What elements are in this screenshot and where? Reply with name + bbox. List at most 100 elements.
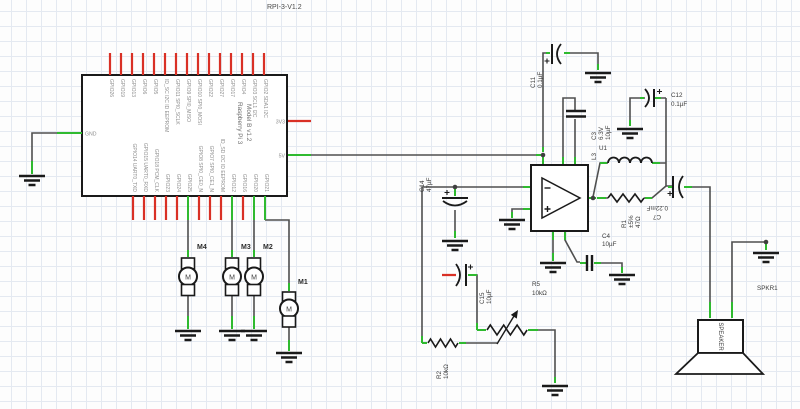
- ground-icon[interactable]: [274, 351, 304, 364]
- raspberry-pi-part[interactable]: Raspberry Pi 3 Model B v1.2 GND 3V3 5V G…: [81, 74, 288, 197]
- junction-dot: [540, 152, 546, 158]
- pin-label: ID_SD I2C ID EEPROM: [219, 139, 225, 192]
- pin-label: GPIO24: [175, 174, 181, 192]
- pin-label: GPIO2 SDA1 I2C: [262, 79, 268, 118]
- inductor-ref: L3: [591, 152, 598, 160]
- ground-icon[interactable]: [497, 218, 527, 231]
- motor-m1[interactable]: M M1: [279, 279, 308, 328]
- c12-ref: C12: [671, 92, 683, 99]
- capacitor-c15[interactable]: C15 10µF: [455, 263, 493, 304]
- pin-label: GPIO14 UART0_TXD: [131, 143, 137, 192]
- pin-label: GPIO6: [141, 79, 147, 95]
- pin-label: GPIO18 PCM_CLK: [153, 149, 159, 193]
- pin-label: GPIO20: [252, 174, 258, 192]
- c15-ref: C15: [479, 292, 486, 304]
- ground-icon[interactable]: [239, 329, 269, 342]
- ground-icon[interactable]: [173, 329, 203, 342]
- plus-mark: [444, 190, 450, 195]
- r2-value: 10kΩ: [443, 364, 450, 379]
- pin-label: GPIO4: [240, 79, 246, 95]
- r1-value: 47Ω: [635, 216, 642, 228]
- junction-dots: [452, 152, 769, 245]
- c12-value: 0.1µF: [671, 101, 687, 108]
- plus-mark: [544, 58, 550, 64]
- plus-mark: [667, 191, 673, 196]
- pin-label: GPIO17: [229, 79, 235, 97]
- wire-motors[interactable]: [187, 219, 290, 342]
- motor-m2[interactable]: M M2: [244, 244, 273, 297]
- c14-value: 47µF: [426, 177, 433, 192]
- pin-label: GPIO12: [230, 174, 236, 192]
- capacitor-c14[interactable]: C14 47µF: [419, 177, 468, 207]
- motor-m3[interactable]: M M3: [222, 244, 251, 297]
- motor-ref: M4: [197, 244, 207, 251]
- rpi-3v3-label: 3V3: [276, 120, 285, 126]
- rpi-name: Raspberry Pi 3: [236, 102, 243, 145]
- ground-icon[interactable]: [217, 329, 247, 342]
- pin-label: GPIO9 SPI0_MISO: [185, 79, 191, 122]
- opamp-part[interactable]: U1: [530, 145, 608, 232]
- pot-wiper-arrow: [510, 310, 518, 319]
- ground-icon[interactable]: [540, 384, 570, 397]
- pin-label: GPIO19: [119, 79, 125, 97]
- ground-icon[interactable]: [607, 273, 637, 286]
- pin-label: GPIO10 SPI0_MOSI: [196, 79, 202, 125]
- motor-m4[interactable]: M M4: [178, 244, 207, 297]
- potentiometer-r5[interactable]: R5 10kΩ: [486, 281, 547, 345]
- plus-mark: [468, 264, 473, 270]
- rpi-model: Model B v1.2: [245, 104, 252, 142]
- ground-icon[interactable]: [751, 251, 781, 264]
- r5-ref: R5: [532, 281, 541, 288]
- speaker-ref: SPKR1: [757, 285, 778, 292]
- wire-c15-pot[interactable]: [468, 274, 478, 330]
- junction-dot: [452, 184, 458, 190]
- pin-label: GPIO26: [108, 79, 114, 97]
- capacitor-c4[interactable]: C4 10µF: [585, 233, 617, 271]
- pin-label: GPIO11 SPI0_SCLK: [174, 79, 180, 125]
- plus-mark: [657, 89, 662, 94]
- wire-rpi-gnd[interactable]: [31, 132, 57, 162]
- motor-ref: M2: [263, 244, 273, 251]
- c11-value: 0.1µF: [537, 72, 544, 88]
- pin-label: GPIO27: [218, 79, 224, 97]
- opamp-ref: U1: [599, 145, 608, 152]
- ground-icon[interactable]: [583, 71, 613, 84]
- pin-label: GPIO13: [130, 79, 136, 97]
- capacitor-c3[interactable]: C3 6.3V 10µF: [566, 109, 612, 140]
- wire-c11[interactable]: [542, 52, 599, 148]
- r2-ref: R2: [436, 370, 443, 379]
- rpi-5v-label: 5V: [279, 154, 286, 160]
- ground-icon[interactable]: [17, 174, 47, 187]
- c3-voltage: 6.3V: [598, 126, 605, 140]
- speaker-body-label: SPEAKER: [717, 322, 723, 351]
- c14-ref: C14: [419, 180, 426, 192]
- pin-label: GPIO25: [186, 174, 192, 192]
- ground-icon[interactable]: [615, 127, 645, 140]
- pin-label: GPIO21: [263, 174, 269, 192]
- c4-value: 10µF: [602, 241, 617, 248]
- r1-tolerance: ±5%: [628, 215, 635, 228]
- resistor-r1[interactable]: R1 ±5% 47Ω: [607, 192, 645, 228]
- resistor-r2[interactable]: R2 10kΩ: [427, 337, 459, 379]
- wire-c3[interactable]: [562, 97, 576, 158]
- pin-label: ID_SC I2C ID EEPROM: [163, 79, 169, 132]
- rpi-gnd-label: GND: [85, 132, 97, 138]
- wire-pot-right[interactable]: [538, 329, 556, 383]
- ground-icon[interactable]: [440, 239, 470, 252]
- capacitor-c12[interactable]: C12 0.1µF: [644, 88, 687, 108]
- pin-label: GPIO3 SCL1 I2C: [251, 79, 257, 118]
- r5-value: 10kΩ: [532, 290, 547, 297]
- r1-ref: R1: [621, 219, 628, 228]
- junction-dot: [590, 195, 596, 201]
- capacitor-c11[interactable]: C11 0.1µF: [530, 43, 562, 88]
- pin-label: GPIO5: [152, 79, 158, 95]
- wire-c7-speaker[interactable]: [684, 186, 711, 310]
- c11-ref: C11: [530, 76, 537, 88]
- c7-ref: C7: [652, 213, 661, 220]
- ground-icon[interactable]: [538, 261, 568, 274]
- speaker-part[interactable]: SPEAKER SPKR1: [673, 285, 778, 375]
- unconnected-pin-stubs[interactable]: [108, 53, 456, 277]
- capacitor-c7[interactable]: 0.22mF C7: [646, 175, 684, 220]
- rpi-body[interactable]: [81, 74, 288, 197]
- inductor-part[interactable]: L3: [591, 152, 653, 164]
